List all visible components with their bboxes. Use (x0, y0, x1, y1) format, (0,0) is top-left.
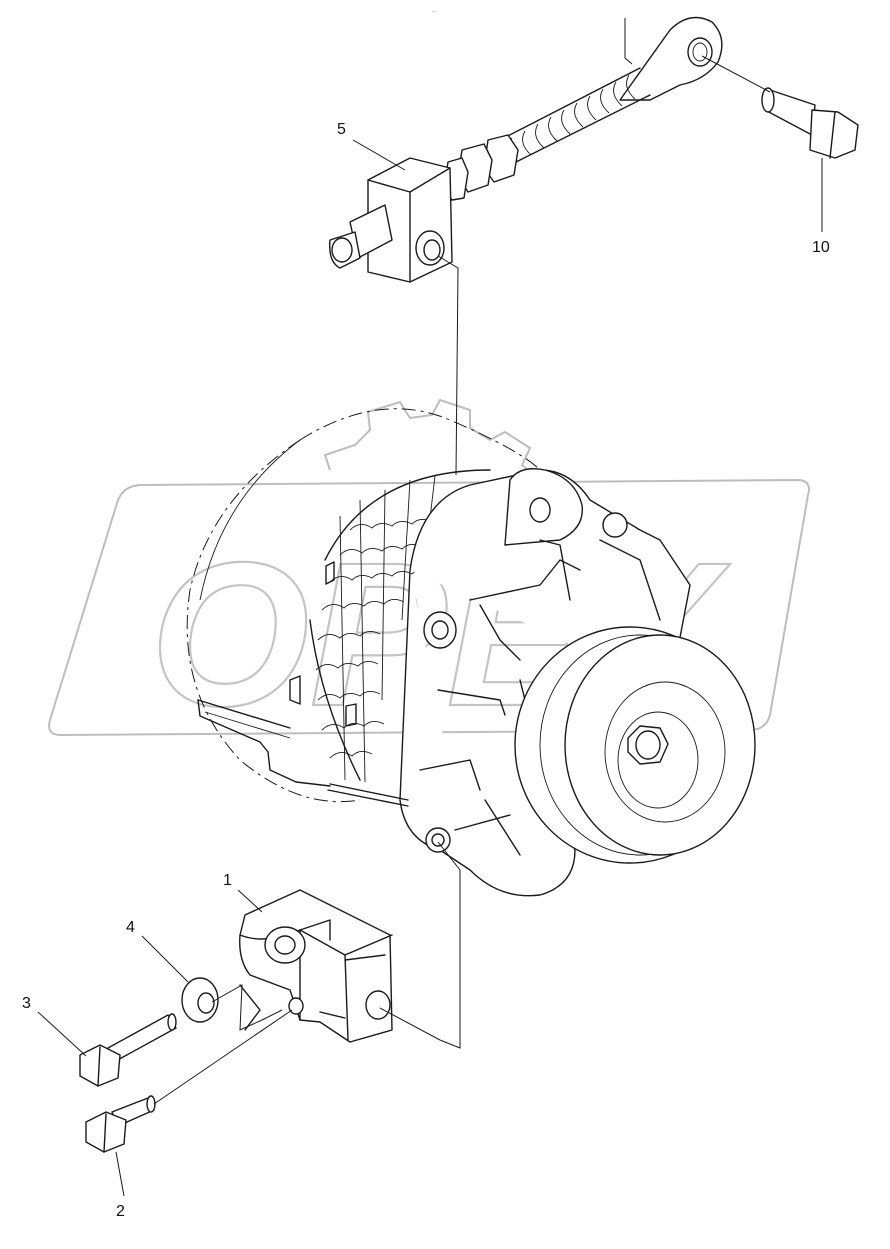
assembly-lines (153, 18, 771, 1105)
callout-3: 3 (22, 995, 31, 1012)
header-mark: … (432, 8, 437, 14)
callouts: 5 10 1 4 3 2 (22, 121, 830, 1220)
alternator (186, 408, 756, 897)
mounting-bracket (239, 889, 393, 1043)
pulley (514, 626, 756, 864)
callout-4: 4 (126, 919, 135, 936)
adjusting-block (329, 157, 453, 283)
callout-5: 5 (337, 121, 346, 138)
callout-1: 1 (223, 872, 232, 889)
washer-4 (181, 977, 219, 1023)
adjusting-rod (443, 16, 723, 201)
bolt-2 (85, 1095, 156, 1153)
bolt-10 (761, 87, 859, 159)
callout-10: 10 (812, 239, 830, 256)
callout-2: 2 (116, 1203, 125, 1220)
bolt-3 (79, 1013, 177, 1087)
